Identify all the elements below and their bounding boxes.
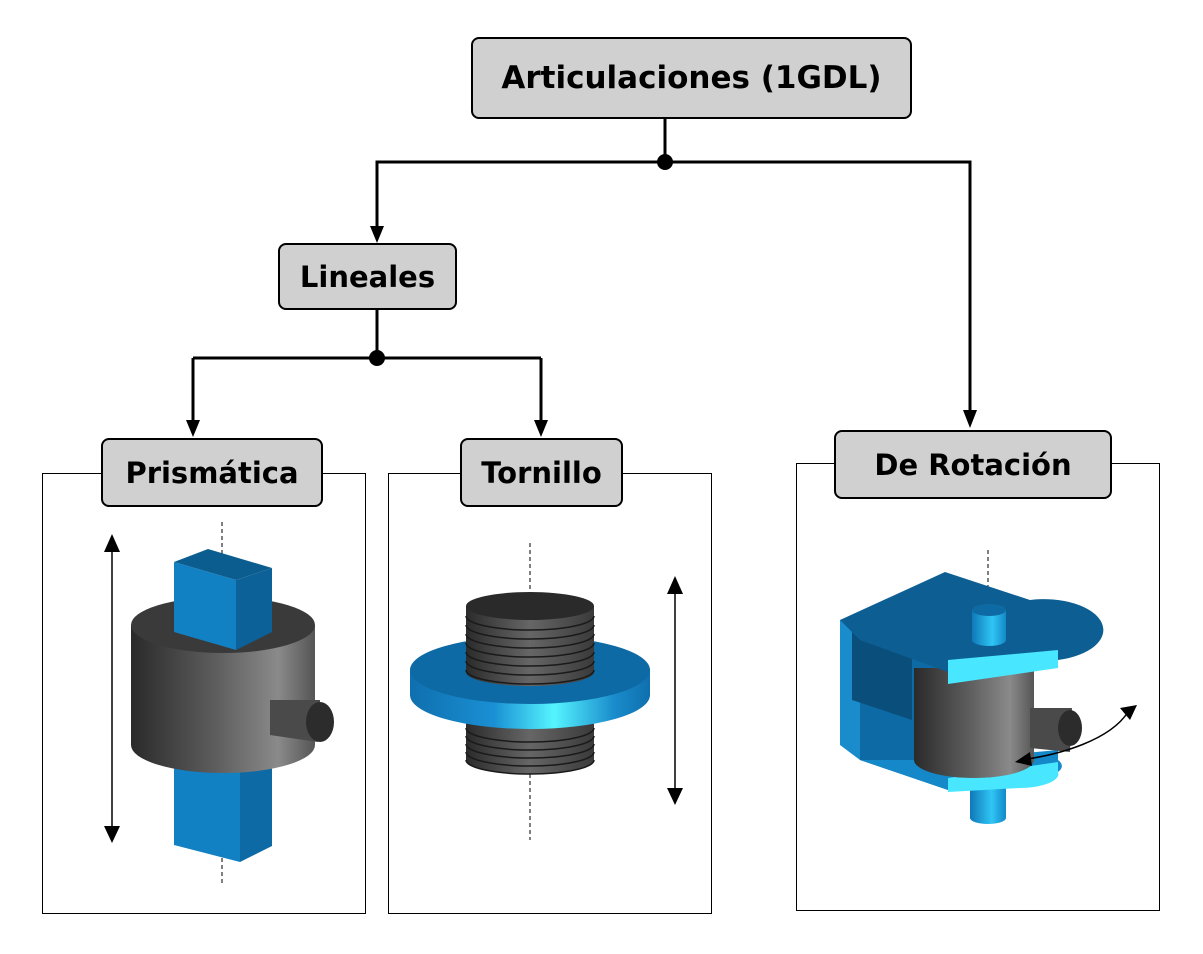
- arrow-to-lineales: [370, 226, 384, 243]
- node-articulaciones: Articulaciones (1GDL): [471, 37, 912, 119]
- node-de-rotacion-label: De Rotación: [874, 447, 1072, 482]
- screw-joint-illustration: [410, 543, 683, 840]
- root-branch-right: [665, 160, 972, 418]
- node-lineales: Lineales: [278, 243, 457, 310]
- node-articulaciones-label: Articulaciones (1GDL): [501, 60, 882, 96]
- node-tornillo-label: Tornillo: [481, 455, 602, 490]
- node-lineales-label: Lineales: [299, 259, 436, 294]
- arrow-to-rotacion: [963, 410, 977, 428]
- connector-arrowheads: [186, 154, 977, 437]
- lineales-junction-dot: [369, 350, 385, 366]
- root-branch-left: [375, 160, 665, 238]
- arrow-to-prismatica: [186, 420, 200, 437]
- revolute-rotation-arrow: [1019, 711, 1129, 761]
- node-prismatica: Prismática: [101, 438, 323, 507]
- revolute-joint-illustration: [840, 550, 1137, 824]
- node-tornillo: Tornillo: [460, 438, 623, 507]
- node-prismatica-label: Prismática: [125, 455, 299, 490]
- arrow-to-tornillo: [534, 420, 548, 437]
- node-de-rotacion: De Rotación: [834, 430, 1112, 499]
- root-junction-dot: [657, 154, 673, 170]
- prismatic-joint-illustration: [104, 522, 334, 885]
